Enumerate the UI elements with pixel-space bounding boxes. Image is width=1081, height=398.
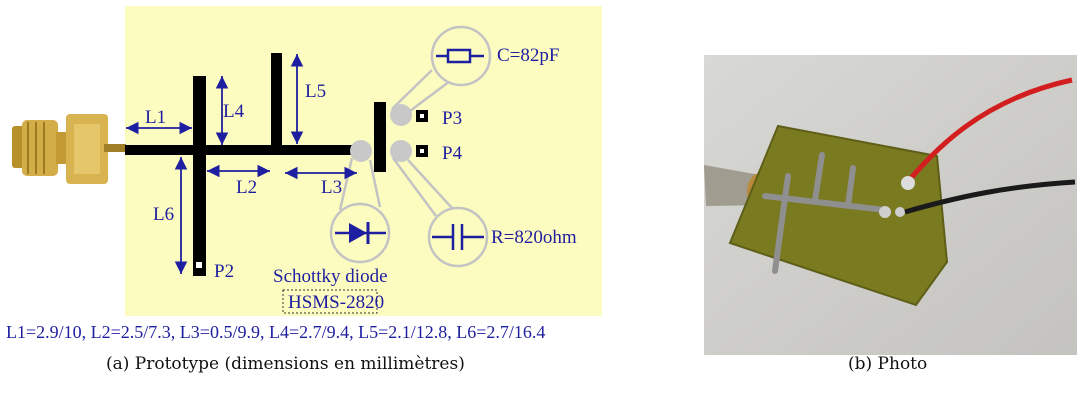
callout-lines	[338, 69, 455, 217]
diode-callout: Schottky diode HSMS-2820	[273, 202, 391, 314]
label-l1: L1	[145, 107, 166, 128]
resistor-callout: R=820ohm	[427, 206, 577, 268]
caption-b: (b) Photo	[848, 354, 928, 374]
port-p4: P4	[416, 143, 463, 164]
diode-name: Schottky diode	[273, 266, 388, 287]
capacitor-callout: C=82pF	[430, 25, 559, 87]
resistor-label: R=820ohm	[491, 227, 577, 248]
diode-part: HSMS-2820	[288, 292, 384, 313]
dimensions-legend: L1=2.9/10, L2=2.5/7.3, L3=0.5/9.9, L4=2.…	[6, 322, 546, 342]
label-l3: L3	[321, 177, 342, 198]
label-l4: L4	[223, 101, 245, 122]
label-l5: L5	[305, 81, 326, 102]
capacitor-icon	[436, 48, 484, 64]
dimension-arrows	[126, 53, 357, 274]
label-p3: P3	[442, 108, 462, 129]
label-p2: P2	[214, 261, 234, 282]
label-l2: L2	[236, 177, 257, 198]
port-p3: P3	[416, 108, 462, 129]
prototype-photo	[704, 55, 1077, 355]
label-p4: P4	[442, 143, 463, 164]
capacitor-label: C=82pF	[497, 45, 559, 66]
dimension-labels: L1 L4 L5 L2 L3 L6	[145, 81, 342, 225]
caption-a: (a) Prototype (dimensions en millimètres…	[106, 354, 465, 374]
diode-icon	[335, 222, 386, 244]
photo-black-wire	[904, 179, 1076, 215]
sma-connector	[12, 114, 126, 184]
resistor-icon	[432, 224, 484, 250]
photo-red-wire	[903, 77, 1073, 187]
port-p2: P2	[196, 261, 234, 282]
microstrip-traces	[125, 53, 386, 276]
solder-pads	[350, 104, 412, 162]
label-l6: L6	[153, 204, 174, 225]
